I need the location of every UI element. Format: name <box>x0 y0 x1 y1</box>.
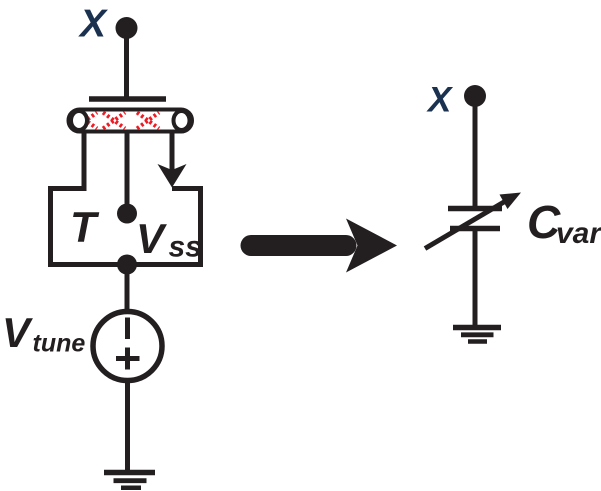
implication-arrowhead <box>346 218 397 273</box>
bulk-node-label-main: V <box>136 215 167 262</box>
variable-arrow-shaft <box>423 198 508 251</box>
tune-source-label-sub: tune <box>33 330 86 358</box>
dopant-x-mark <box>101 110 127 131</box>
voltage-source-plus <box>116 347 140 370</box>
ground-symbol-left <box>104 469 155 491</box>
channel-end-left <box>69 109 89 132</box>
terminal-dot-left <box>115 17 138 39</box>
bulk-node-label-sub: ss <box>169 231 202 264</box>
ground-symbol-right <box>453 324 501 344</box>
terminal-dot-right <box>464 85 486 107</box>
bulk-arrowhead <box>157 164 187 188</box>
variable-arrowhead <box>499 192 521 209</box>
varactor-label-main: C <box>527 196 561 248</box>
channel-tube <box>66 107 194 134</box>
terminal-label-left: X <box>78 3 108 46</box>
bulk-node-dot <box>117 203 137 224</box>
implication-arrow-shaft <box>240 235 357 256</box>
terminal-label-right: X <box>426 81 454 120</box>
channel-dopant-pattern <box>73 110 161 131</box>
transistor-body-outline <box>48 131 203 267</box>
dopant-x-mark <box>73 110 99 131</box>
varactor-label-sub: var <box>556 217 601 250</box>
implication-arrow <box>240 218 397 273</box>
bottom-node-dot <box>117 254 137 275</box>
channel-end-right <box>171 109 192 132</box>
transistor-label: T <box>70 204 100 252</box>
dopant-x-mark <box>135 110 161 131</box>
tune-source-label-main: V <box>2 309 33 356</box>
